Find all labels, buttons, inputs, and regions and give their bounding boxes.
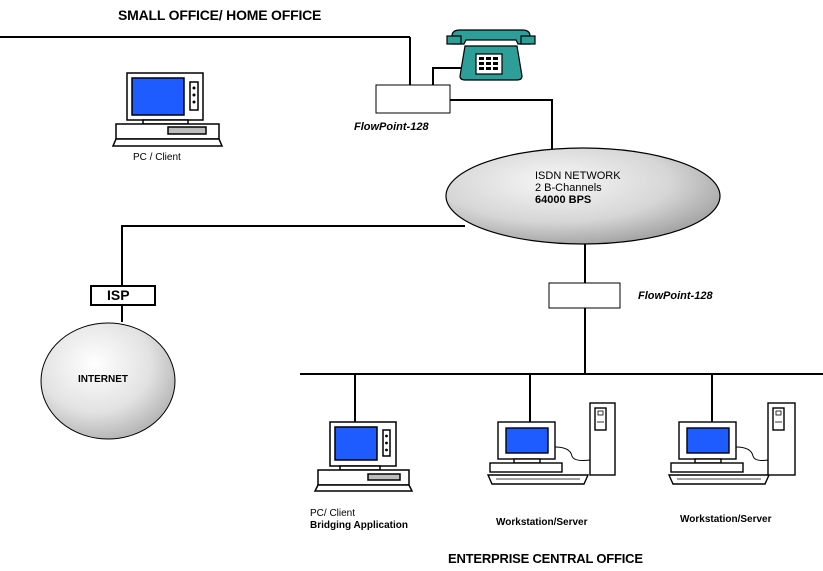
isdn-line1: ISDN NETWORK bbox=[535, 170, 621, 182]
soho-title: SMALL OFFICE/ HOME OFFICE bbox=[118, 7, 322, 23]
soho-pc-label: PC / Client bbox=[133, 152, 181, 163]
enterprise-pc-icon bbox=[313, 421, 414, 492]
enterprise-title: ENTERPRISE CENTRAL OFFICE bbox=[448, 551, 643, 566]
isdn-line3: 64000 BPS bbox=[535, 194, 592, 206]
flowpoint-right-box bbox=[548, 282, 621, 309]
flowpoint-to-isdn-line bbox=[450, 99, 553, 150]
isp-box bbox=[90, 285, 156, 306]
flowpoint-top-box bbox=[375, 84, 451, 114]
isdn-network-label: ISDN NETWORK 2 B-Channels 64000 BPS bbox=[535, 170, 621, 206]
workstation2-icon bbox=[667, 402, 796, 485]
enterprise-pc-label-line2: Bridging Application bbox=[310, 520, 408, 531]
connection-lines bbox=[0, 36, 823, 422]
phone-link-line bbox=[432, 67, 468, 85]
flowpoint-top-label: FlowPoint-128 bbox=[354, 121, 429, 133]
enterprise-pc-label-line1: PC/ Client bbox=[310, 508, 356, 519]
workstation1-label: Workstation/Server bbox=[496, 517, 588, 528]
soho-pc-icon bbox=[111, 72, 224, 147]
isdn-network-cloud bbox=[445, 147, 721, 245]
isdn-to-isp-line bbox=[121, 225, 465, 286]
internet-label: INTERNET bbox=[78, 374, 128, 385]
flowpoint-right-label: FlowPoint-128 bbox=[638, 290, 713, 302]
workstation1-icon bbox=[486, 402, 616, 485]
telephone-icon bbox=[446, 29, 536, 81]
isdn-line2: 2 B-Channels bbox=[535, 182, 602, 194]
internet-cloud bbox=[40, 322, 176, 440]
workstation2-label: Workstation/Server bbox=[680, 514, 772, 525]
isp-label: ISP bbox=[107, 287, 130, 303]
